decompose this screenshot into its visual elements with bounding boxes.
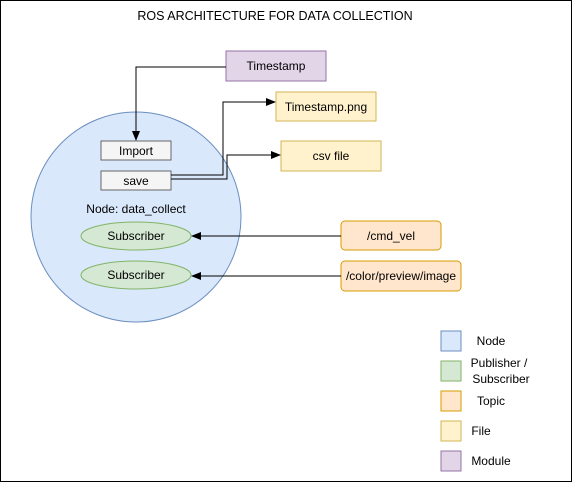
legend-label-topic: Topic (477, 394, 505, 408)
file-csv (280, 140, 382, 172)
legend-label-node: Node (477, 334, 506, 348)
import-label: Import (119, 144, 154, 158)
file-label: csv file (313, 149, 350, 163)
save-box (100, 170, 172, 191)
diagram-title: ROS ARCHITECTURE FOR DATA COLLECTION (137, 9, 412, 23)
legend-label-subscriber: Publisher / (471, 356, 528, 370)
file-timestamp-png (275, 91, 377, 122)
legend-swatch-file (440, 420, 462, 442)
legend-label-file: File (471, 424, 491, 438)
edge-save-to-csv (171, 151, 281, 180)
subscriber-label: Subscriber (107, 268, 164, 282)
topic-label: /cmd_vel (367, 229, 415, 243)
legend-label-subscriber: Subscriber (472, 372, 529, 386)
module-timestamp (225, 50, 327, 82)
import-box (100, 140, 172, 161)
edge-module-to-import (132, 66, 226, 141)
legend-label-module: Module (471, 454, 511, 468)
module-label: Timestamp (247, 59, 306, 73)
topic-label: /color/preview/image (346, 269, 456, 283)
node-label: Node: data_collect (86, 202, 186, 216)
edge-save-to-png (171, 98, 276, 176)
legend-swatch-module (440, 450, 462, 472)
legend-swatch-topic (440, 390, 462, 412)
legend-swatch-subscriber (440, 360, 462, 382)
save-label: save (123, 174, 149, 188)
legend: Node Publisher / Subscriber Topic File M… (440, 330, 530, 472)
subscriber-label: Subscriber (107, 229, 164, 243)
legend-swatch-node (440, 330, 462, 352)
file-label: Timestamp.png (285, 100, 367, 114)
